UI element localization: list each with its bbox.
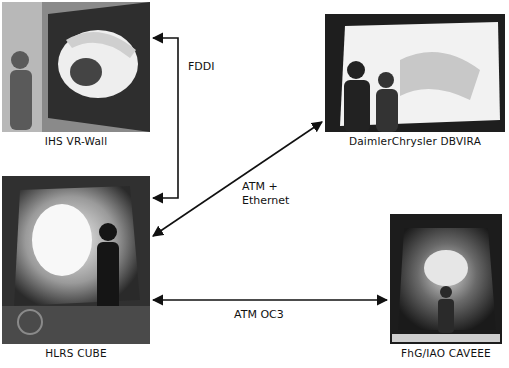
- vr-wall-photo: [2, 2, 150, 132]
- eye-detail: [66, 32, 136, 58]
- room-wall: [2, 2, 42, 132]
- photo-margin: [392, 334, 500, 342]
- photo-panel: FhG/IAO CAVEEE: [390, 214, 502, 344]
- car-model: [400, 52, 480, 100]
- panel-caption: FhG/IAO CAVEEE: [360, 347, 509, 360]
- eyeball-model: [58, 30, 138, 98]
- cave-photo: [390, 214, 502, 344]
- person-head: [347, 61, 365, 79]
- person-head: [11, 51, 29, 69]
- panel-caption: DaimlerChrysler DBVIRA: [295, 135, 509, 148]
- photo-background: [2, 176, 150, 344]
- person-body: [97, 242, 119, 312]
- network-link: [153, 299, 387, 301]
- eye-pupil: [70, 58, 102, 86]
- network-link: [153, 38, 178, 198]
- photo-background: [390, 214, 502, 344]
- panel-caption: HLRS CUBE: [0, 347, 180, 360]
- link-label: ATM + Ethernet: [240, 180, 296, 209]
- floor: [2, 306, 150, 344]
- person-head: [440, 286, 452, 298]
- cube-screen: [14, 186, 140, 306]
- photo-panel: IHS VR-Wall: [2, 2, 150, 132]
- person-body: [438, 299, 454, 333]
- person-head: [378, 72, 394, 88]
- network-link: [153, 122, 322, 236]
- person-body: [344, 80, 370, 132]
- projected-object: [32, 204, 92, 276]
- projection-wall: [48, 2, 150, 132]
- link-label: FDDI: [186, 60, 217, 74]
- photo-panel: HLRS CUBE: [2, 176, 150, 344]
- person-body: [10, 70, 32, 130]
- photo-background: [325, 14, 505, 132]
- floor-object: [18, 310, 42, 334]
- cube-photo: [2, 176, 150, 344]
- link-label: ATM OC3: [232, 308, 286, 322]
- dbvira-photo: [325, 14, 505, 132]
- photo-panel: DaimlerChrysler DBVIRA: [325, 14, 505, 132]
- panel-caption: IHS VR-Wall: [0, 135, 180, 148]
- person-body: [376, 89, 398, 132]
- photo-background: [2, 2, 150, 132]
- person-head: [99, 223, 117, 241]
- projected-object: [424, 250, 468, 286]
